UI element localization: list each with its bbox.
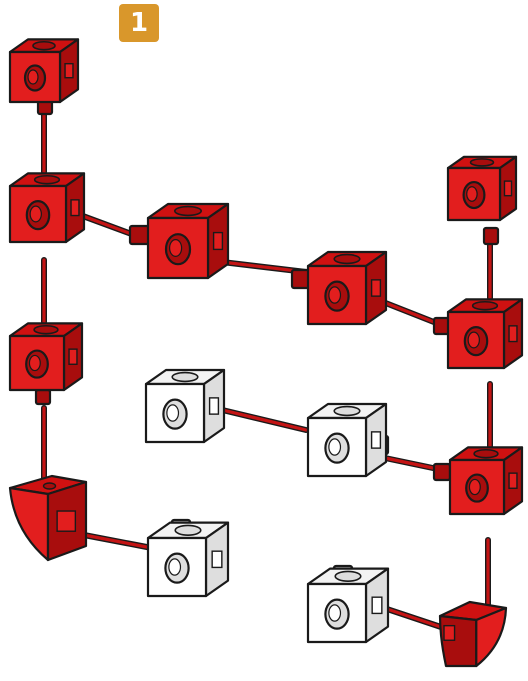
red-cube: [292, 252, 386, 324]
step-number-badge: 1: [119, 4, 159, 42]
connector-rod: [84, 535, 152, 548]
white-cube: [308, 404, 388, 476]
red-cube: [448, 157, 516, 244]
red-quarter-round-piece: [440, 602, 506, 666]
white-cube: [148, 520, 228, 596]
connection-lines: [44, 110, 490, 628]
white-cube: [146, 370, 224, 442]
building-parts: [10, 39, 522, 666]
red-cube: [10, 39, 78, 114]
red-cube: [434, 299, 522, 368]
connector-rod: [214, 408, 306, 430]
red-cube: [434, 447, 522, 514]
red-cube: [10, 173, 84, 242]
white-cube: [308, 566, 388, 642]
red-quarter-round-piece: [10, 476, 86, 560]
red-cube: [10, 323, 82, 404]
red-cube: [130, 204, 228, 278]
